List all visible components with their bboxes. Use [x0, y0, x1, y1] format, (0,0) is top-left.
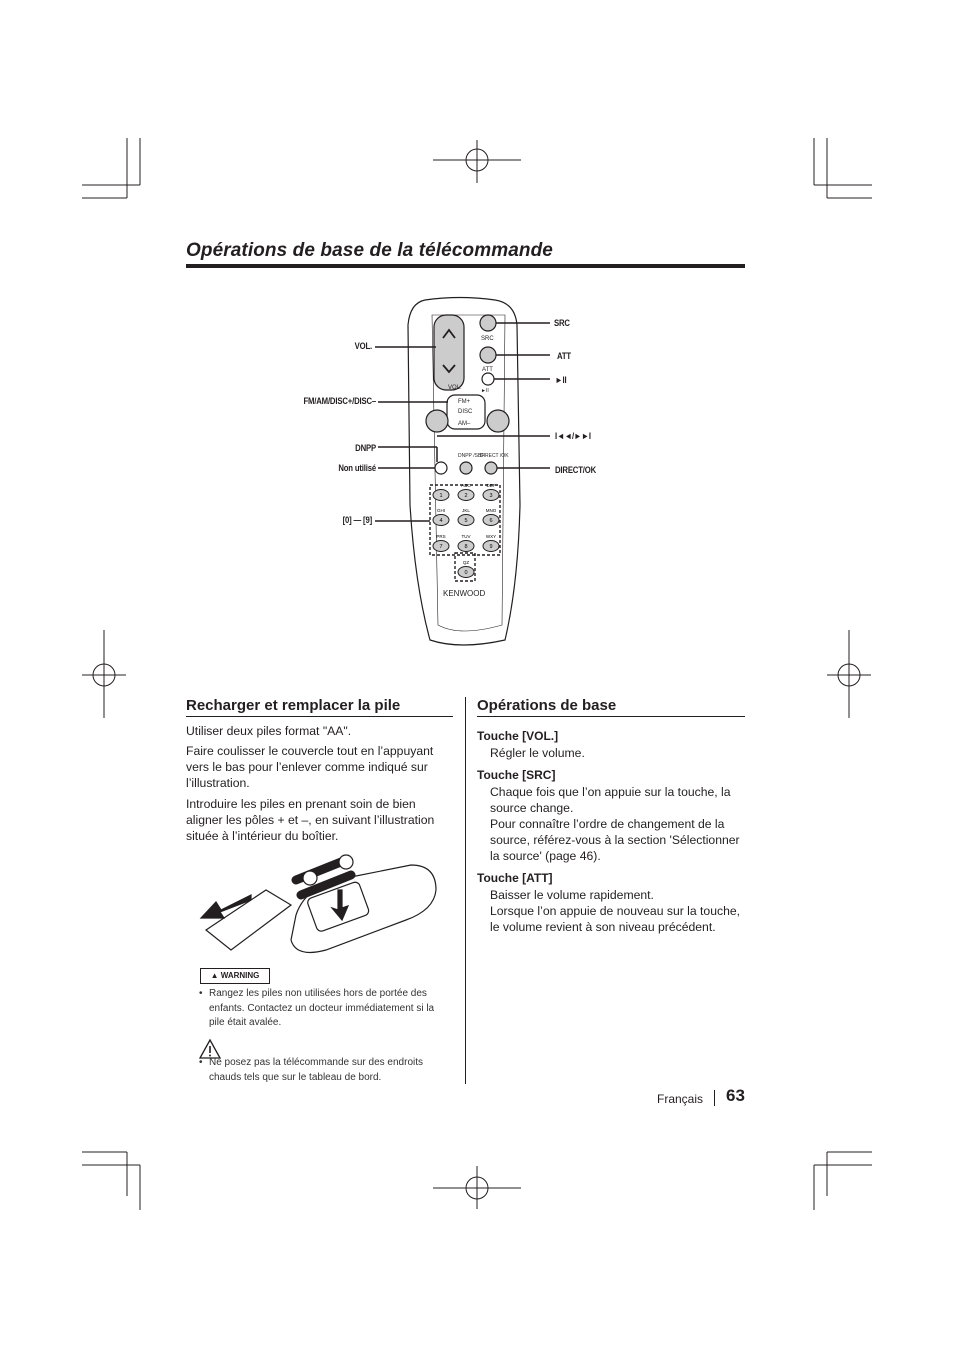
- keypad-key-2: [457, 489, 475, 501]
- left-paragraph-1: Utiliser deux piles format "AA".: [186, 724, 352, 738]
- label-seek: I◄◄/►►I: [555, 431, 591, 441]
- left-section-rule: [186, 716, 453, 717]
- title-rule: [186, 264, 745, 268]
- left-section-title: Recharger et remplacer la pile: [186, 697, 401, 714]
- keypad-letters-5: JKL: [462, 508, 470, 513]
- brand-logo: KENWOOD: [443, 589, 485, 598]
- warning-text-2: Ne posez pas la télécommande sur des end…: [209, 1057, 424, 1083]
- keypad-digit-2: 2: [464, 493, 467, 499]
- keypad-digit-9: 9: [489, 544, 492, 550]
- keypad-letters-0: QZ: [463, 560, 470, 565]
- keypad-digit-1: 1: [439, 493, 442, 499]
- keypad-key-5: [457, 514, 475, 526]
- src-description-2: Pour connaître l’ordre de changement de …: [490, 817, 740, 863]
- label-src: SRC: [554, 318, 570, 328]
- right-section-title: Opérations de base: [477, 697, 617, 714]
- keypad-digit-6: 6: [489, 518, 492, 524]
- keypad-digit-7: 7: [439, 544, 442, 550]
- play-button-text: ►II: [481, 388, 489, 394]
- warning-text-1: Rangez les piles non utilisées hors de p…: [209, 988, 435, 1028]
- bullet-dot-2: •: [199, 1057, 203, 1068]
- att-description-2: Lorsque l’on appuie de nouveau sur la to…: [490, 904, 741, 934]
- keypad: 1 2 ABC 3 DEF 4 GHI 5 JKL 6 MNO 7 PRS 8 TUV 9 WXY 0 QZ: [432, 483, 500, 578]
- keypad-key-6: [482, 514, 500, 526]
- keypad-key-8: [457, 540, 475, 552]
- label-play-pause: ►II: [555, 375, 567, 385]
- page-number: 63: [726, 1086, 745, 1105]
- label-fm-am: FM/AM/DISC+/DISC–: [303, 396, 376, 406]
- keypad-letters-3: DEF: [487, 483, 496, 488]
- direct-button-text: DIRECT /OK: [480, 453, 509, 459]
- keypad-key-9: [482, 540, 500, 552]
- right-section-rule: [477, 716, 745, 717]
- keypad-digit-0: 0: [464, 570, 467, 576]
- left-paragraph-3: Introduire les piles en prenant soin de …: [186, 797, 435, 843]
- label-att: ATT: [557, 351, 571, 361]
- keypad-letters-9: WXY: [486, 534, 496, 539]
- warning-label: WARNING: [220, 971, 260, 980]
- keypad-letters-7: PRS: [436, 534, 445, 539]
- src-button-text: SRC: [481, 336, 494, 342]
- remote-illustration: SRC ATT ►II VOL. FM+ DISC AM– DNPP /SBF …: [375, 296, 550, 646]
- footer-separator: [714, 1090, 715, 1106]
- att-button-text: ATT: [482, 367, 493, 373]
- bullet-dot-1: •: [199, 988, 203, 999]
- keypad-key-7: [432, 540, 450, 552]
- battery-illustration: [199, 854, 437, 953]
- label-digits: [0] — [9]: [342, 515, 373, 525]
- am-button-text: AM–: [458, 421, 471, 427]
- dnpp-button-text: DNPP /SBF: [458, 453, 484, 459]
- label-dnpp: DNPP: [355, 443, 376, 453]
- keypad-letters-2: ABC: [461, 483, 471, 488]
- keypad-letters-8: TUV: [462, 534, 471, 539]
- keypad-key-3: [482, 489, 500, 501]
- keypad-letters-4: GHI: [437, 508, 445, 513]
- term-vol: Touche [VOL.]: [477, 729, 559, 743]
- footer-language: Français: [657, 1092, 704, 1106]
- att-description-1: Baisser le volume rapidement.: [490, 888, 654, 902]
- label-non-utilise: Non utilisé: [338, 463, 376, 473]
- keypad-key-4: [432, 514, 450, 526]
- warning-badge: ▲ WARNING: [200, 968, 270, 984]
- keypad-key-1: [432, 489, 450, 501]
- left-paragraph-2: Faire coulisser le couvercle tout en l’a…: [186, 744, 434, 790]
- keypad-digit-4: 4: [439, 518, 442, 524]
- keypad-digit-3: 3: [489, 493, 492, 499]
- caution-icon: [198, 1038, 222, 1059]
- vol-description: Régler le volume.: [490, 746, 585, 760]
- term-att: Touche [ATT]: [477, 871, 553, 885]
- label-direct-ok: DIRECT/OK: [555, 465, 597, 475]
- label-vol: VOL.: [354, 341, 373, 351]
- src-description-1: Chaque fois que l’on appuie sur la touch…: [490, 785, 731, 815]
- fm-button-text: FM+: [458, 399, 471, 405]
- page-title: Opérations de base de la télécommande: [186, 240, 553, 261]
- keypad-digit-5: 5: [464, 518, 467, 524]
- term-src: Touche [SRC]: [477, 768, 556, 782]
- disc-button-text: DISC: [458, 409, 473, 415]
- keypad-letters-6: MNO: [486, 508, 497, 513]
- column-divider: [465, 697, 466, 1084]
- keypad-digit-8: 8: [464, 544, 467, 550]
- vol-button-text: VOL.: [448, 385, 462, 391]
- keypad-key-0: [457, 566, 475, 578]
